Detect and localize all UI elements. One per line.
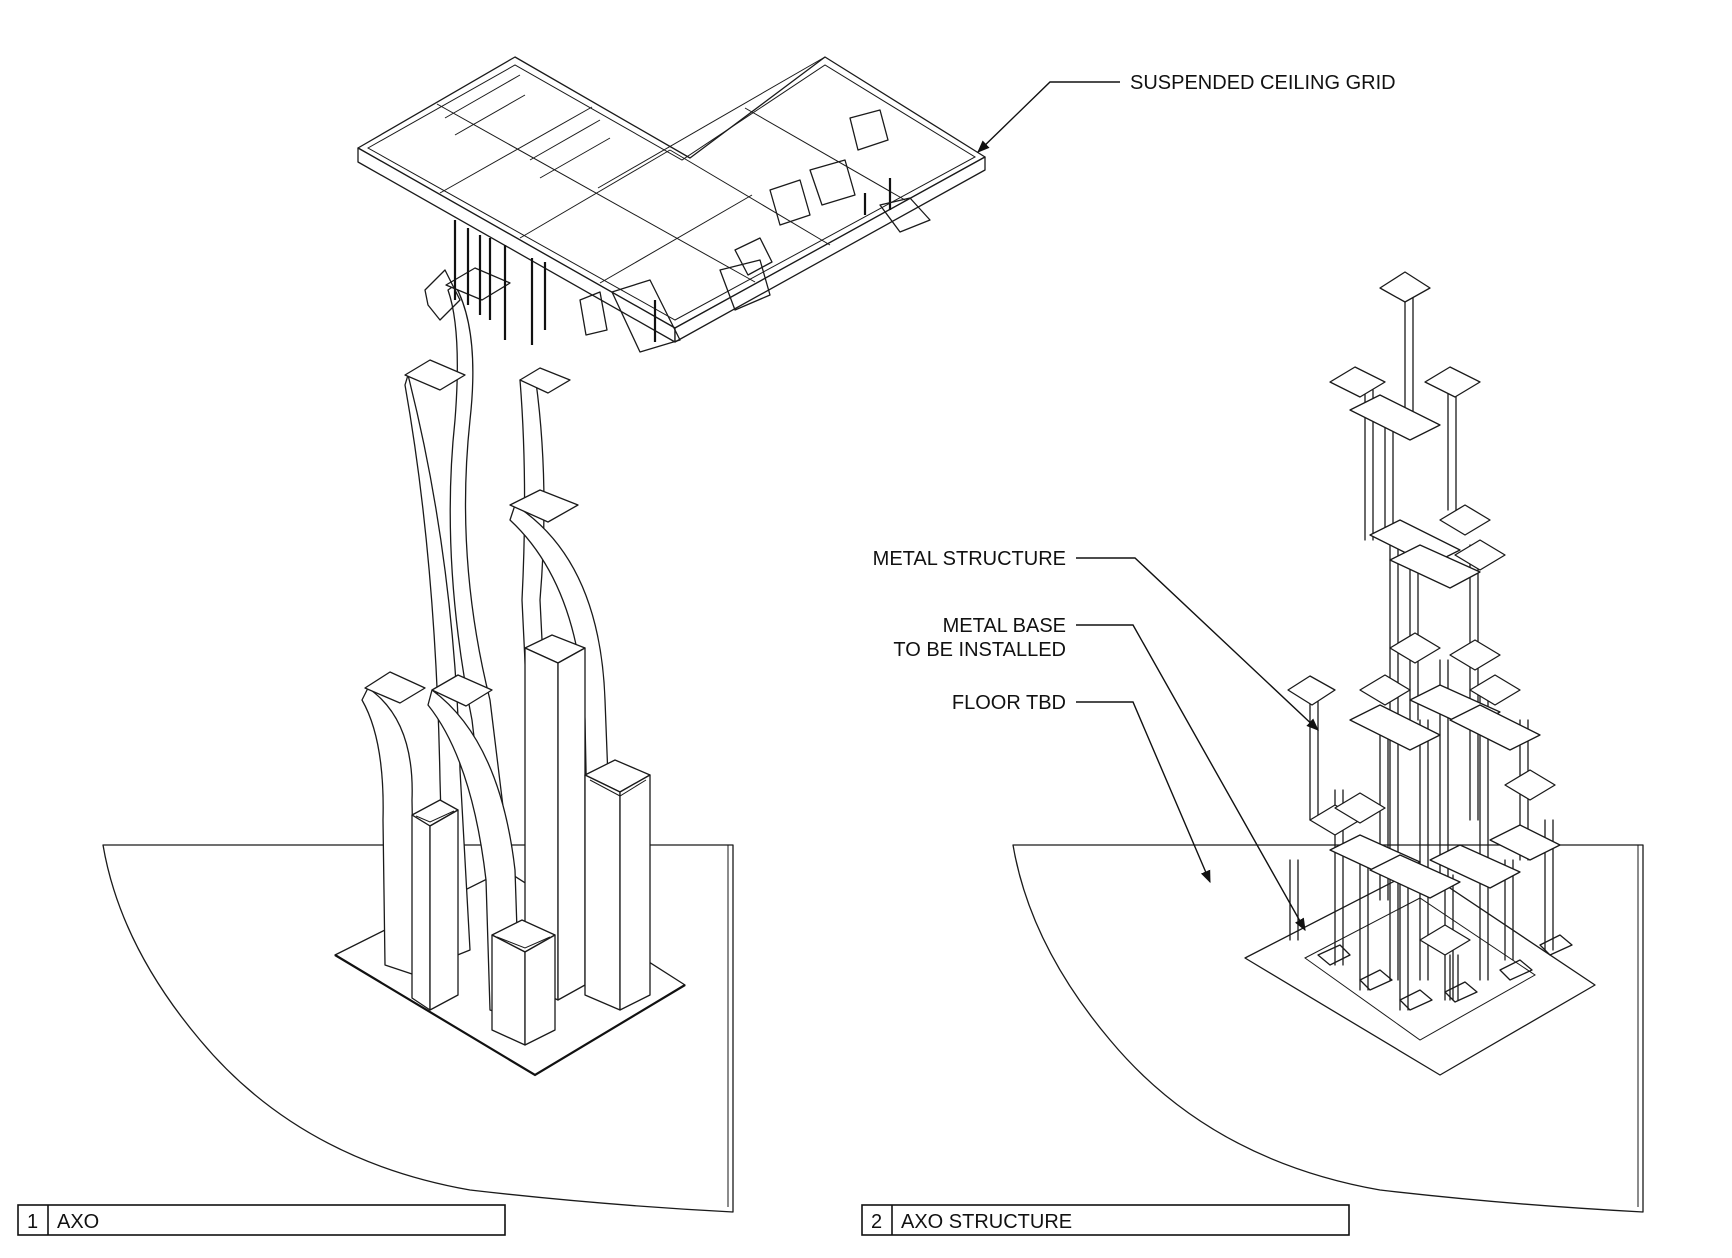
label-metal-base-line2: TO BE INSTALLED <box>893 639 1066 661</box>
annotations: SUSPENDED CEILING GRID METAL STRUCTURE M… <box>873 72 1396 932</box>
label-metal-structure: METAL STRUCTURE <box>873 548 1066 570</box>
straight-columns <box>411 647 651 1046</box>
ceiling-grid <box>357 56 986 353</box>
floor-outline-2 <box>1012 844 1644 1213</box>
view-title-2: AXO STRUCTURE <box>901 1211 1072 1233</box>
label-suspended-ceiling-grid: SUSPENDED CEILING GRID <box>1130 72 1396 94</box>
leader-floor <box>1076 701 1211 884</box>
structure-plates <box>1287 271 1573 1011</box>
view-number-1: 1 <box>27 1211 38 1233</box>
axo-view: 1 AXO <box>17 56 986 1236</box>
label-floor-tbd: FLOOR TBD <box>952 692 1066 714</box>
leader-metal-structure <box>1076 557 1319 731</box>
leader-metal-base <box>1076 624 1306 932</box>
axo-structure-view: 2 AXO STRUCTURE <box>861 271 1644 1236</box>
label-metal-base-line1: METAL BASE <box>943 615 1066 637</box>
title-block-2: 2 AXO STRUCTURE <box>861 1204 1350 1236</box>
title-block-1: 1 AXO <box>17 1204 506 1236</box>
structure-rods <box>1289 289 1554 1011</box>
leader-ceiling-grid <box>977 81 1120 153</box>
view-title-1: AXO <box>57 1211 99 1233</box>
floor-outline-1 <box>102 844 734 1213</box>
view-number-2: 2 <box>871 1211 882 1233</box>
